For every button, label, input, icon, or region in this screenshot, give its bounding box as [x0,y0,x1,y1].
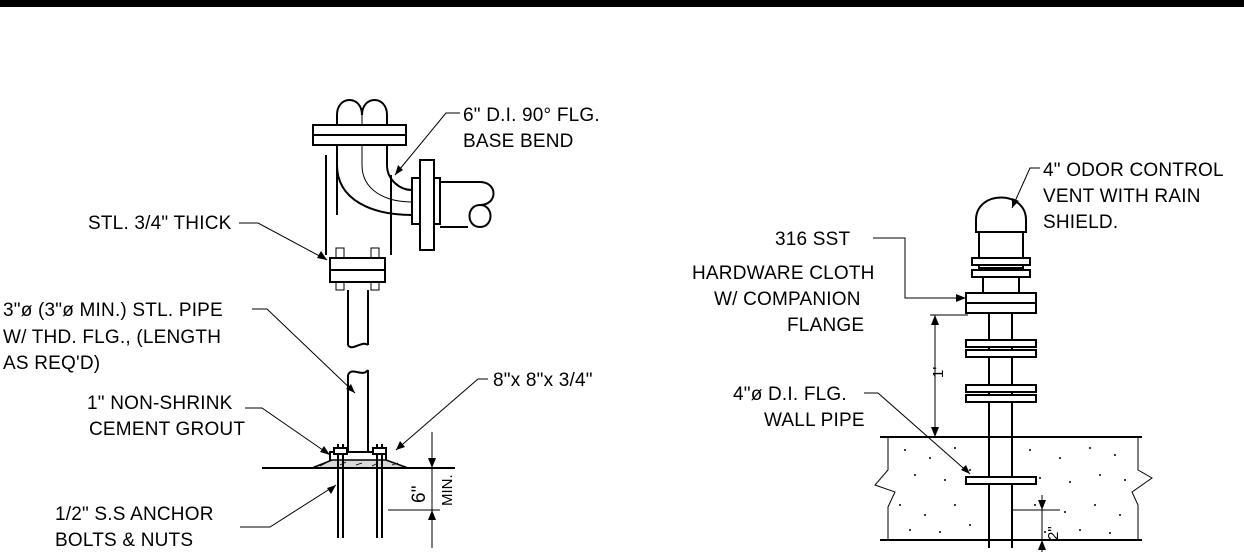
support-flange [329,257,386,271]
dim-1ft-label: 1' [930,367,947,378]
top-flange [312,124,407,136]
odor-vent-detail: 1' 2" [864,167,1153,552]
odor-vent-label-1: 4" ODOR CONTROL [1043,160,1224,181]
base-bend-label-1: 6" D.I. 90° FLG. [463,105,600,126]
plate-label: 8"x 8"x 3/4" [493,370,593,391]
pipe-label-2: W/ THD. FLG., (LENGTH [3,327,221,348]
dim-2in-label: 2" [1045,526,1062,540]
anchor-label-1: 1/2" S.S ANCHOR [55,504,214,525]
anchor-label-2: BOLTS & NUTS [55,530,193,551]
grout-label-2: CEMENT GROUT [89,419,245,440]
companion-flange [965,292,1037,304]
hardware-cloth-label-4: FLANGE [787,315,864,336]
pipe-label-1: 3"ø (3"ø MIN.) STL. PIPE [3,300,223,321]
grout-label-1: 1" NON-SHRINK [87,393,233,414]
wall-pipe-label-1: 4"ø D.I. FLG. [733,384,847,405]
rain-shield [975,196,1027,233]
odor-vent-label-2: VENT WITH RAIN [1043,186,1201,207]
base-bend-support-detail: 6" MIN. [239,99,495,548]
wall-flange [965,476,1037,485]
base-bend-elbow [336,146,413,216]
pipe-label-3: AS REQ'D) [3,353,100,374]
wall-pipe-label-2: WALL PIPE [764,410,865,431]
stl-thick-label: STL. 3/4" THICK [88,213,232,234]
odor-vent-label-3: SHIELD. [1043,212,1118,233]
hardware-cloth-label-1: 316 SST [775,229,851,250]
hardware-cloth-label-2: HARDWARE CLOTH [692,263,875,284]
dim-6-label: 6" [409,485,430,503]
hardware-cloth-label-3: W/ COMPANION [714,289,861,310]
concrete-stipple [899,447,1126,534]
side-flange [411,177,421,225]
dim-min-label: MIN. [439,474,456,506]
base-bend-label-2: BASE BEND [463,131,574,152]
top-border-bar [0,0,1244,7]
